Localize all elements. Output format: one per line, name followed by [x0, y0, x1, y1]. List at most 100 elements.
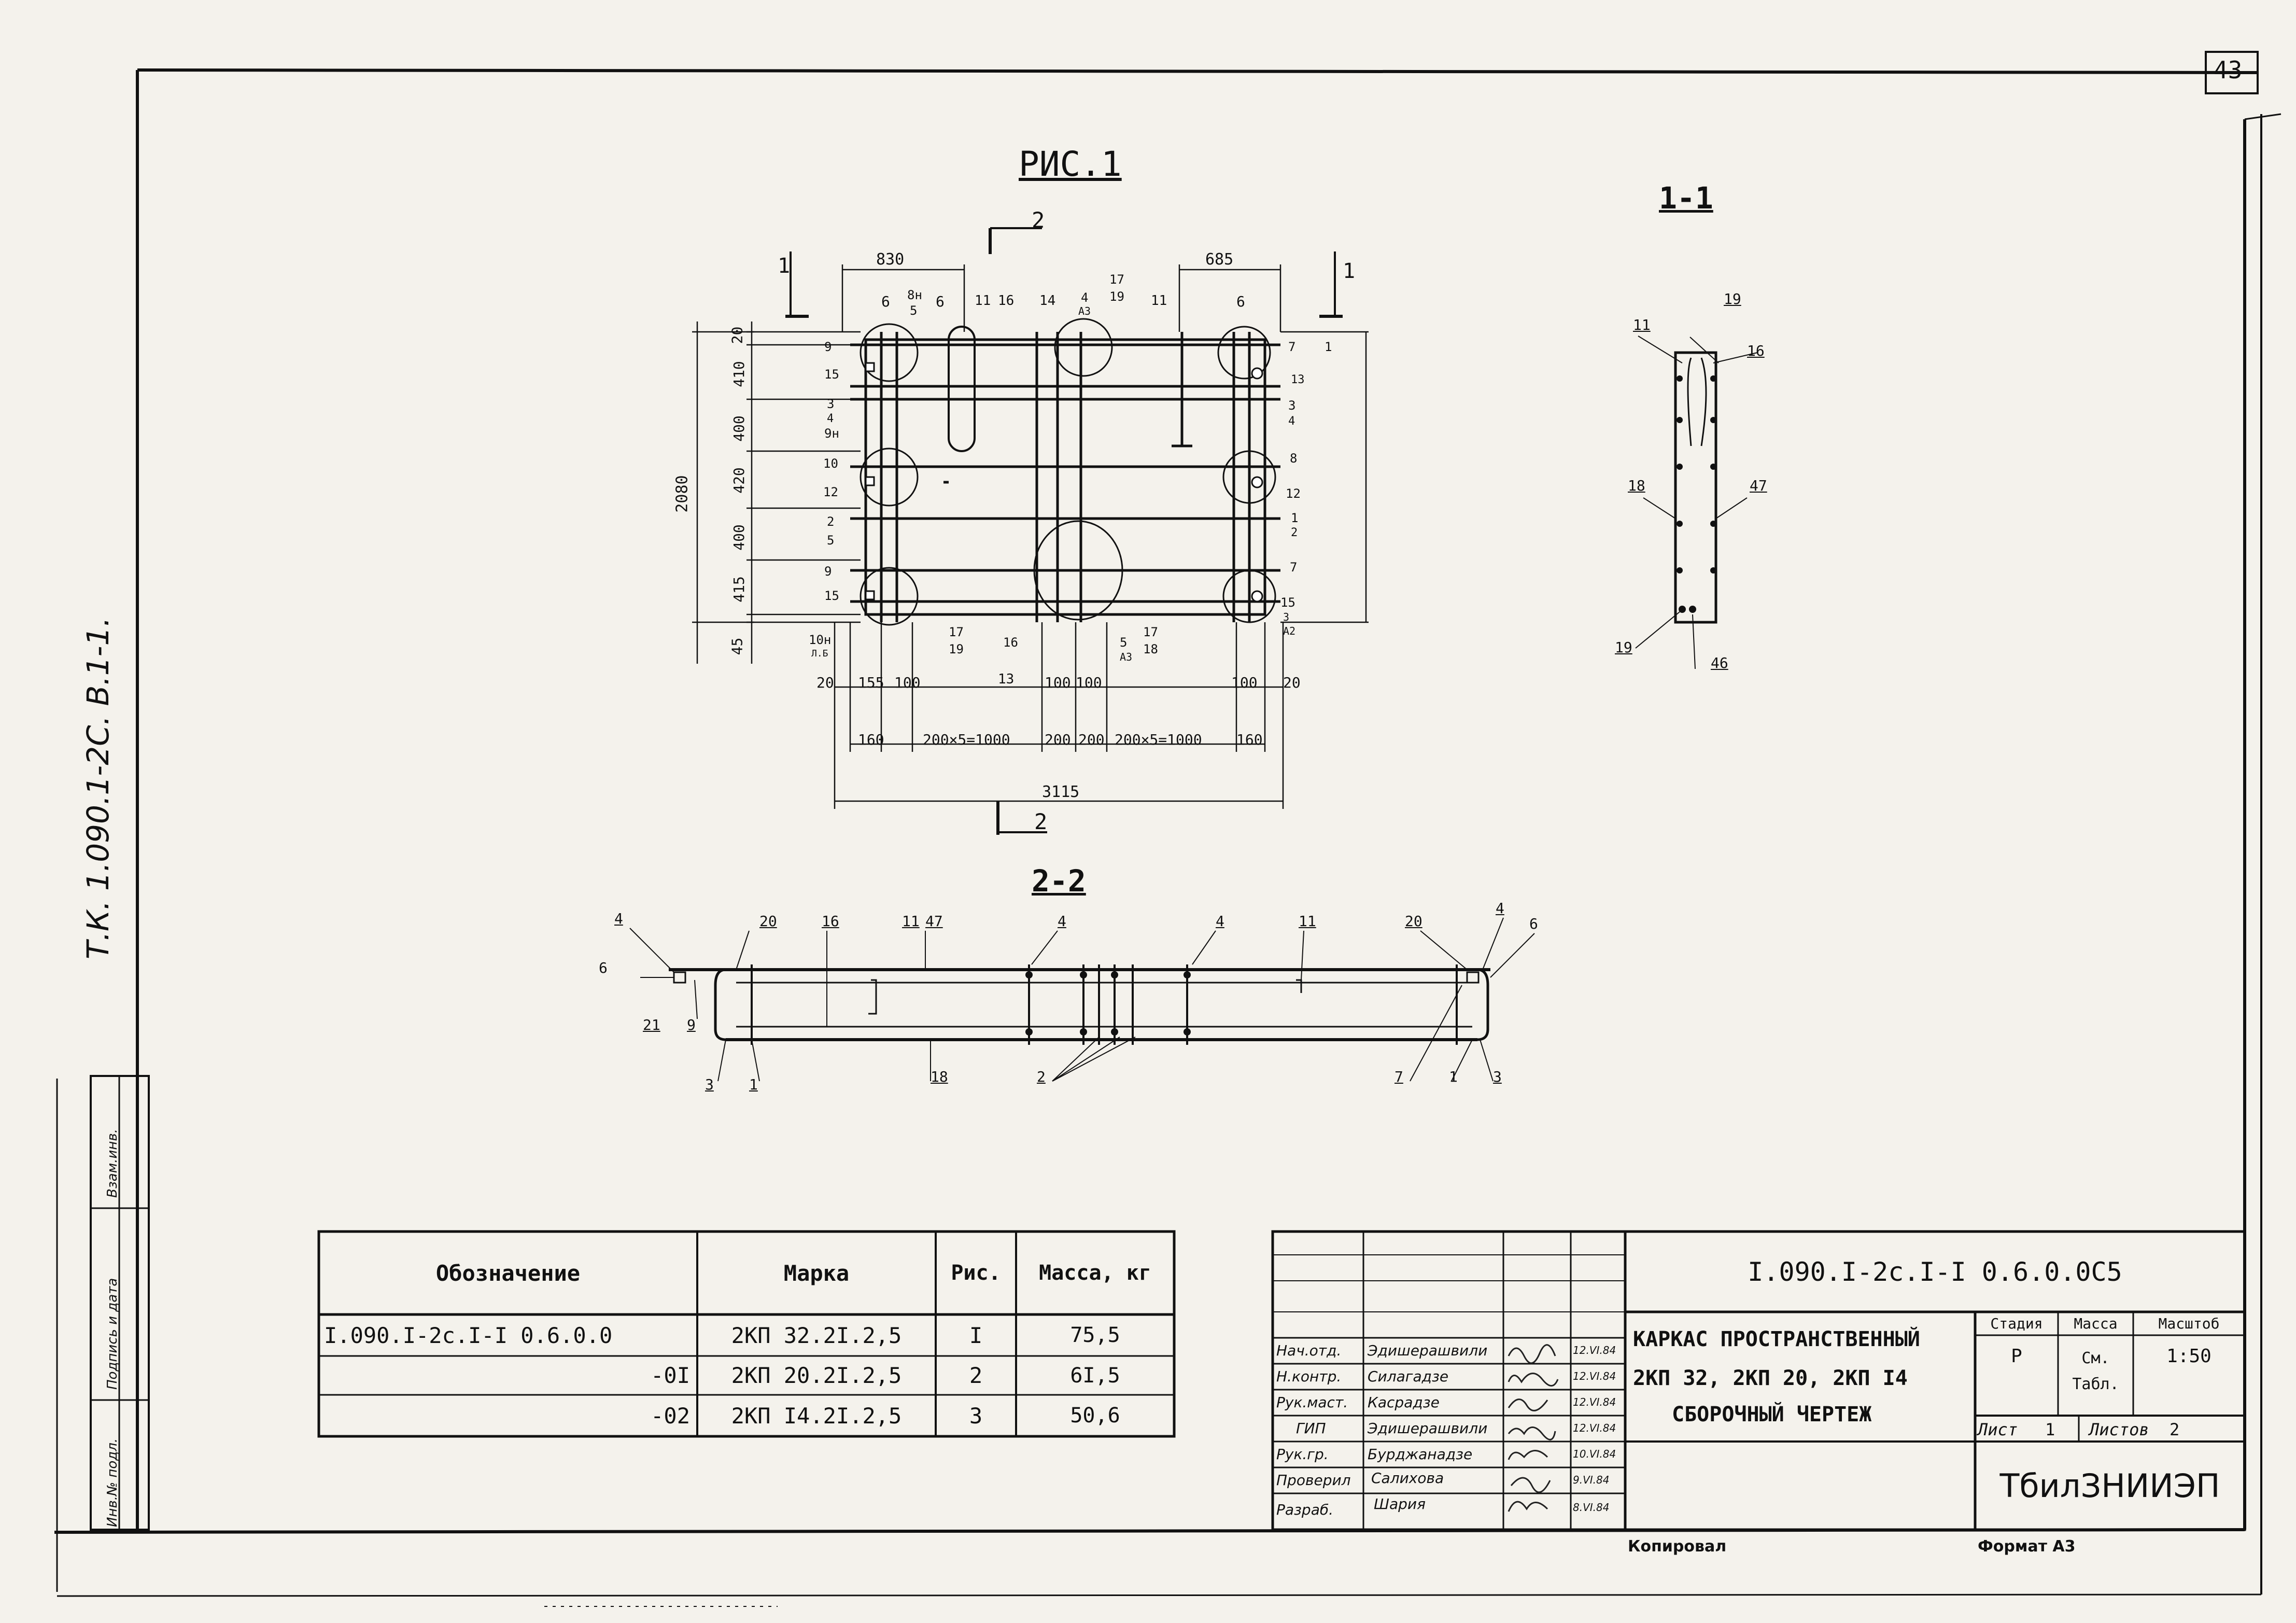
s22-pos-21: 21 — [643, 1016, 660, 1033]
s22-pos-6a: 6 — [599, 959, 608, 976]
sig-name-5: Бурджанадзе — [1368, 1446, 1473, 1463]
plan-pos-left-12: 12 — [823, 485, 838, 499]
plan-pos-left-3: 3 — [827, 397, 835, 411]
mass-value: См. Табл. — [2072, 1349, 2119, 1393]
sig-role-5: Рук.гр. — [1276, 1446, 1329, 1463]
plan-pos-left-4: 4 — [827, 412, 834, 425]
plan-pos-right-4: 4 — [1288, 415, 1295, 428]
s22-pos-11a: 11 — [902, 913, 920, 930]
section-22-title: 2-2 — [1032, 863, 1086, 899]
s11-pos-47: 47 — [1750, 477, 1767, 494]
dim-bottom-20-right: 20 — [1283, 674, 1301, 691]
sig-date-7: 8.VI.84 — [1573, 1501, 1610, 1514]
s22-pos-4c: 4 — [1216, 913, 1224, 930]
spec-row1-fig: I — [969, 1322, 983, 1348]
plan-pos-right-2: 2 — [1291, 526, 1298, 539]
s22-pos-1a: 1 — [749, 1076, 758, 1093]
sig-name-4: Эдишерашвили — [1368, 1420, 1488, 1437]
s22-pos-4a: 4 — [614, 910, 623, 927]
spec-row1-mark: 2КП 32.2I.2,5 — [731, 1322, 902, 1348]
figure-title: РИС.1 — [1019, 144, 1122, 184]
spec-row3-designation: -02 — [651, 1403, 690, 1429]
sig-role-3: Рук.маст. — [1276, 1394, 1348, 1411]
s22-pos-47: 47 — [925, 913, 943, 930]
dim-bottom-1000-left: 200×5=1000 — [923, 731, 1010, 748]
sig-name-1: Эдишерашвили — [1368, 1342, 1488, 1359]
sig-role-7: Разраб. — [1276, 1501, 1334, 1518]
plan-pos-bottom-17b: 17 — [1143, 625, 1158, 639]
plan-pos-top-16: 16 — [998, 293, 1015, 309]
s22-pos-9: 9 — [687, 1016, 696, 1033]
plan-pos-top-8n: 8н — [907, 288, 922, 302]
sig-role-2: Н.контр. — [1276, 1368, 1342, 1385]
spec-row1-designation: I.090.I-2с.I-I 0.6.0.0 — [324, 1322, 613, 1348]
plan-pos-top-6c: 6 — [1236, 293, 1245, 310]
plan-pos-bottom-5: 5 — [1120, 635, 1128, 650]
section-mark-2-bottom: 2 — [1034, 809, 1048, 834]
plan-pos-top-14: 14 — [1039, 293, 1056, 309]
sheets-value: 2 — [2170, 1420, 2180, 1439]
section-mark-2-top: 2 — [1032, 207, 1045, 233]
plan-pos-top-11a: 11 — [975, 293, 991, 309]
copied-label: Копировал — [1628, 1537, 1727, 1556]
stage-value: Р — [2011, 1345, 2022, 1367]
plan-pos-left-lb: Л.Б — [811, 648, 828, 659]
s22-pos-11b: 11 — [1299, 913, 1316, 930]
sig-name-7: Шария — [1374, 1495, 1426, 1513]
plan-pos-left-10n: 10н — [809, 633, 832, 647]
sig-date-6: 9.VI.84 — [1573, 1474, 1610, 1486]
scale-value: 1:50 — [2166, 1345, 2212, 1367]
plan-pos-right-12: 12 — [1286, 486, 1301, 501]
plan-pos-top-4: 4 — [1081, 290, 1089, 305]
plan-pos-bottom-13: 13 — [998, 671, 1015, 687]
plan-pos-top-11b: 11 — [1151, 293, 1167, 309]
spec-header-fig: Рис. — [951, 1261, 1001, 1285]
plan-pos-top-1: 1 — [1325, 340, 1332, 354]
s22-pos-4d: 4 — [1496, 900, 1504, 917]
s22-pos-1b: 1 — [1449, 1068, 1458, 1085]
sig-date-4: 12.VI.84 — [1573, 1422, 1616, 1434]
col-mass-label: Масса — [2074, 1315, 2118, 1332]
sig-role-6: Проверил — [1276, 1472, 1351, 1489]
plan-pos-left-15a: 15 — [824, 367, 839, 382]
section-mark-1-left: 1 — [778, 254, 791, 278]
spec-row3-mass: 50,6 — [1070, 1404, 1120, 1428]
dim-bottom-160-right: 160 — [1236, 731, 1263, 748]
plan-pos-bottom-a3: А3 — [1120, 651, 1133, 663]
sheets-label: Листов — [2089, 1420, 2149, 1439]
plan-pos-left-5: 5 — [827, 533, 835, 548]
spec-row2-fig: 2 — [969, 1363, 983, 1388]
s22-pos-2: 2 — [1037, 1068, 1046, 1085]
sig-name-2: Силагадзе — [1368, 1368, 1449, 1385]
s22-pos-16: 16 — [822, 913, 839, 930]
spec-header-mass: Масса, кг — [1039, 1261, 1151, 1285]
plan-pos-right-1: 1 — [1291, 511, 1299, 525]
col-scale-label: Масштоб — [2158, 1315, 2220, 1332]
spec-row2-designation: -0I — [651, 1363, 690, 1388]
s22-pos-18: 18 — [931, 1068, 948, 1085]
plan-pos-left-9a: 9 — [824, 340, 832, 354]
doc-title-line2: 2КП 32, 2КП 20, 2КП I4 — [1633, 1366, 1908, 1390]
s11-pos-11: 11 — [1633, 316, 1651, 333]
plan-pos-top-19: 19 — [1109, 289, 1124, 304]
plan-pos-top-7: 7 — [1288, 340, 1296, 354]
sig-date-1: 12.VI.84 — [1573, 1344, 1616, 1356]
plan-pos-bottom-17a: 17 — [949, 625, 964, 639]
plan-pos-top-17: 17 — [1109, 272, 1124, 287]
spec-row3-mark: 2КП I4.2I.2,5 — [731, 1403, 902, 1429]
dim-bottom-1000-right: 200×5=1000 — [1115, 731, 1202, 748]
plan-pos-top-6a: 6 — [881, 293, 890, 310]
sig-date-5: 10.VI.84 — [1573, 1448, 1616, 1460]
plan-pos-left-10: 10 — [823, 456, 838, 471]
sig-name-6: Салихова — [1371, 1470, 1444, 1487]
sig-date-3: 12.VI.84 — [1573, 1396, 1616, 1408]
s11-pos-18: 18 — [1628, 477, 1645, 494]
plan-pos-left-15b: 15 — [824, 589, 839, 603]
dim-bottom-20-left: 20 — [816, 674, 834, 691]
section-mark-1-right: 1 — [1343, 259, 1356, 283]
spec-row2-mass: 6I,5 — [1070, 1363, 1120, 1388]
s11-pos-19a: 19 — [1724, 290, 1741, 307]
